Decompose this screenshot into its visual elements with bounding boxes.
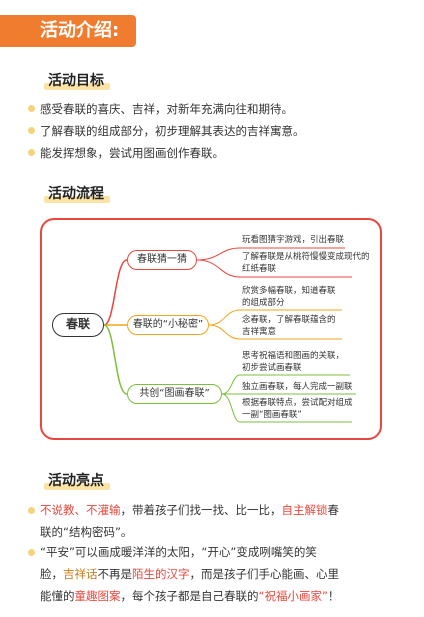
body-text: 春 <box>327 503 340 517</box>
body-text: ！ <box>327 589 340 603</box>
body-text: 不再是 <box>97 567 133 581</box>
body-text: 能懂的 <box>40 589 75 603</box>
bullet-dot <box>28 105 35 112</box>
highlights-title-text: 活动亮点 <box>48 473 104 489</box>
highlight-text: 陌生的汉字 <box>132 567 190 581</box>
leaf-text: 独立画春联，每人完成一副联 <box>242 382 353 392</box>
goal-text: 能发挥想象，尝试用图画创作春联。 <box>40 146 224 160</box>
branch-secret: 春联的“小秘密” <box>127 315 209 335</box>
goal-item: 能发挥想象，尝试用图画创作春联。 <box>28 145 224 161</box>
goal-item: 了解春联的组成部分，初步理解其表达的吉祥寓意。 <box>28 123 305 139</box>
body-text: 联的“结构密码”。 <box>40 525 133 539</box>
goals-title: 活动目标 <box>44 70 110 90</box>
process-title: 活动流程 <box>44 183 110 203</box>
leaf-text: 思考祝福语和图画的关联， <box>242 351 345 361</box>
branch-create: 共创“图画春联” <box>127 384 222 404</box>
highlight-text: “祝福小画家” <box>258 589 328 603</box>
goal-item: 感受春联的喜庆、吉祥，对新年充满向往和期待。 <box>28 101 293 117</box>
leaf-text: 吉祥寓意 <box>242 327 277 337</box>
leaf-text: 念春联，了解春联蕴含的 <box>242 315 336 325</box>
bullet-dot <box>28 127 35 134</box>
body-text: ，带着孩子们找一找、比一比， <box>120 503 282 517</box>
mind-map-frame <box>40 218 382 440</box>
goal-text: 感受春联的喜庆、吉祥，对新年充满向往和期待。 <box>40 102 293 116</box>
goal-text: 了解春联的组成部分，初步理解其表达的吉祥寓意。 <box>40 124 305 138</box>
highlight-text: 不说教、不灌输 <box>40 503 121 517</box>
highlight-text: 童趣图案 <box>74 589 121 603</box>
leaf-text: 了解春联是从桃符慢慢变成现代的 <box>242 252 370 262</box>
bullet-dot <box>28 507 35 514</box>
bullet-dot <box>28 549 35 556</box>
leaf-text: 的组成部分 <box>242 298 285 308</box>
leaf-text: 一副“图画春联” <box>242 410 302 420</box>
leaf-text: 玩看图猜字游戏，引出春联 <box>242 235 345 245</box>
leaf-text: 根据春联特点，尝试配对组成 <box>242 398 353 408</box>
highlight-text: 自主解锁 <box>281 503 328 517</box>
section-banner: 活动介绍: <box>0 15 136 47</box>
leaf-text: 红纸春联 <box>242 264 277 274</box>
body-text: ，而是孩子们手心能画、心里 <box>189 567 340 581</box>
body-text: “平安”可以画成暖洋洋的太阳，“开心”变成咧嘴笑的笑 <box>40 545 317 559</box>
highlight-paragraph-2: “平安”可以画成暖洋洋的太阳，“开心”变成咧嘴笑的笑 脸，吉祥话不再是陌生的汉字… <box>28 541 340 607</box>
bullet-dot <box>28 149 35 156</box>
body-text: ，每个孩子都是自己春联的 <box>120 589 259 603</box>
process-title-text: 活动流程 <box>48 186 104 202</box>
leaf-text: 欣赏多幅春联，知道春联 <box>242 286 336 296</box>
branch-guess: 春联猜一猜 <box>127 250 197 270</box>
highlight-paragraph-1: 不说教、不灌输，带着孩子们找一找、比一比，自主解锁春 联的“结构密码”。 <box>28 499 340 543</box>
goals-title-text: 活动目标 <box>48 73 104 89</box>
body-text: 脸， <box>40 567 63 581</box>
highlights-title: 活动亮点 <box>44 470 110 490</box>
mind-map-center: 春联 <box>52 313 104 337</box>
leaf-text: 初步尝试画春联 <box>242 363 302 373</box>
highlight-text: 吉祥话 <box>63 567 98 581</box>
